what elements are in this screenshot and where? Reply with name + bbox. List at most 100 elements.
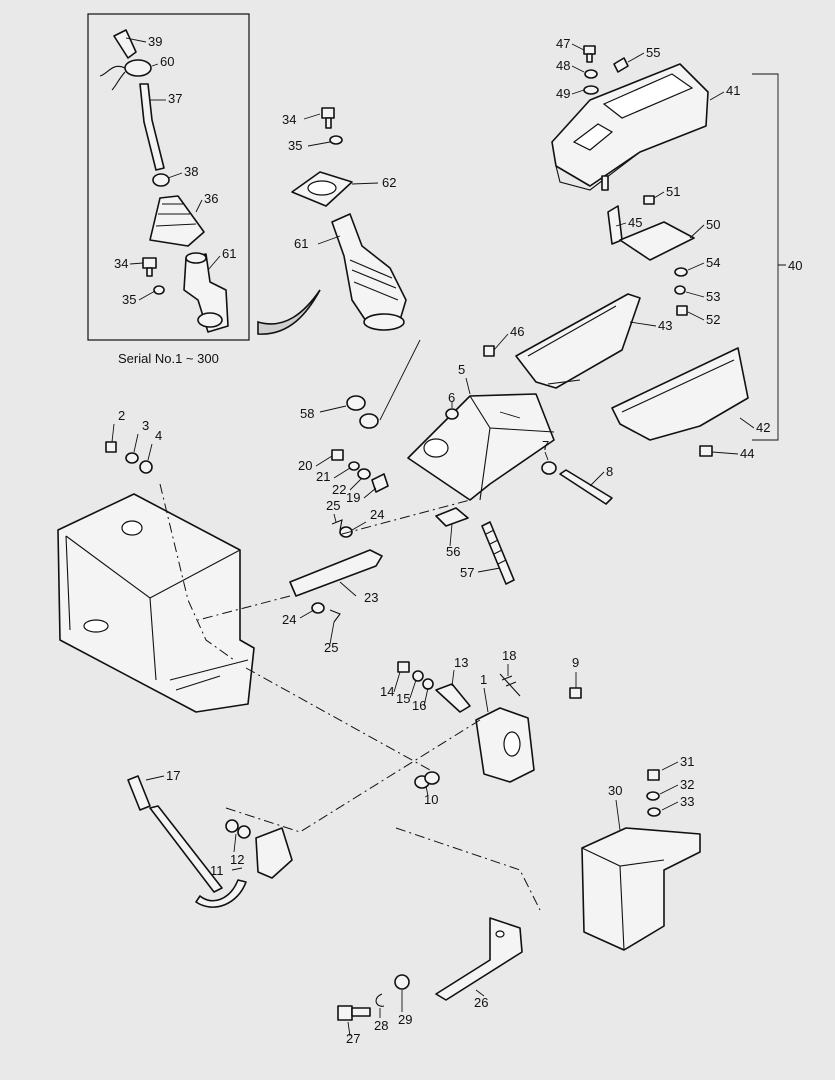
callout-c40: 40 [788,258,802,273]
callout-number: 61 [294,236,308,251]
leader-line [571,89,585,95]
leader-line [333,513,337,523]
callout-number: 4 [155,428,162,443]
bolt-2-part [105,441,117,453]
callout-number: 55 [646,45,660,60]
leader-line [477,567,501,573]
callout-c51: 51 [653,184,680,199]
assembly-line-linkage [197,499,471,621]
console-group [483,45,786,457]
callout-c33: 33 [661,794,694,811]
linkage-group [197,449,471,623]
callout-c7: 7 [542,438,549,461]
callout-number: 41 [726,83,740,98]
bolt-47-part [583,45,596,55]
callout-c9: 9 [572,655,579,688]
leader-line [333,467,351,479]
bolt-34-part [321,107,335,119]
callout-c10: 10 [424,785,438,807]
washer-15-part [412,670,424,682]
leader-line [685,291,705,298]
callout-c58: 58 [300,405,347,421]
callout-c4: 4 [147,428,162,461]
leader-line [207,255,221,271]
callout-c26: 26 [474,989,488,1010]
leader-line [319,405,347,413]
callout-c53: 53 [685,289,720,304]
callout-number: 28 [374,1018,388,1033]
plate-26-part [435,917,523,1001]
leader-line [544,451,549,461]
callout-c49: 49 [556,86,585,101]
callout-number: 50 [706,217,720,232]
inset-frame [87,13,250,341]
leader-line [151,63,159,67]
callout-c43: 43 [629,318,672,333]
callout-number: 51 [666,184,680,199]
leader-line [339,581,357,597]
bolt-31-part [647,769,660,781]
callout-number: 27 [346,1031,360,1046]
grip-knob-part [113,29,137,59]
bolt-14-part [397,661,410,673]
spring-57-part [481,521,515,585]
callout-c34a: 34 [114,256,144,271]
callout-number: 12 [230,852,244,867]
callout-number: 48 [556,58,570,73]
leader-line [347,1021,351,1037]
leader-line [739,417,755,429]
callout-c1: 1 [480,672,489,713]
leader-line [661,801,679,811]
leader-line [571,43,585,51]
bracket-56-part [435,507,469,527]
leader-line [571,65,585,73]
callout-number: 16 [412,698,426,713]
clip-25a-part [331,519,343,531]
leader-line [167,172,183,179]
callout-number: 30 [608,783,622,798]
leader-line [475,989,485,997]
washer-33-part [647,807,661,817]
plate-group [337,827,541,1021]
rod-17-part [149,805,223,893]
bolt-51-part [643,195,655,205]
leader-line [589,471,605,487]
callout-c6: 6 [448,390,455,408]
callout-number: 22 [332,482,346,497]
spring-18-part [499,673,521,697]
leader-line [195,199,203,213]
callout-number: 31 [680,754,694,769]
callout-c29: 29 [398,990,412,1027]
callout-c56: 56 [446,523,460,559]
inset-caption: Serial No.1 ~ 300 [118,351,219,366]
callout-number: 3 [142,418,149,433]
callout-number: 52 [706,312,720,327]
callout-c2: 2 [111,408,125,443]
callout-number: 21 [316,469,330,484]
leader-line [709,91,725,101]
callout-c11: 11 [210,863,243,878]
lock-washer-28-part [375,993,385,1007]
callout-c52: 52 [687,311,720,327]
callout-number: 42 [756,420,770,435]
callout-c15: 15 [396,679,417,706]
leader-line [483,687,489,713]
washer-22-part [357,468,371,480]
washer-49-part [583,85,599,95]
leader-line [393,671,401,693]
callout-c35b: 35 [288,138,331,153]
callout-c57: 57 [460,565,501,580]
callout-c60: 60 [151,54,174,69]
lever-plate-11-part [255,827,293,879]
callout-c31: 31 [661,754,694,771]
callout-number: 15 [396,691,410,706]
callout-number: 24 [370,507,384,522]
leader-line [133,433,139,453]
lever-mechanism-group [127,661,582,908]
frame-part [57,493,255,713]
callout-c20: 20 [298,455,333,473]
washer-48-part [584,69,598,79]
washer-21-part [348,461,360,471]
callout-c36: 36 [195,191,218,213]
